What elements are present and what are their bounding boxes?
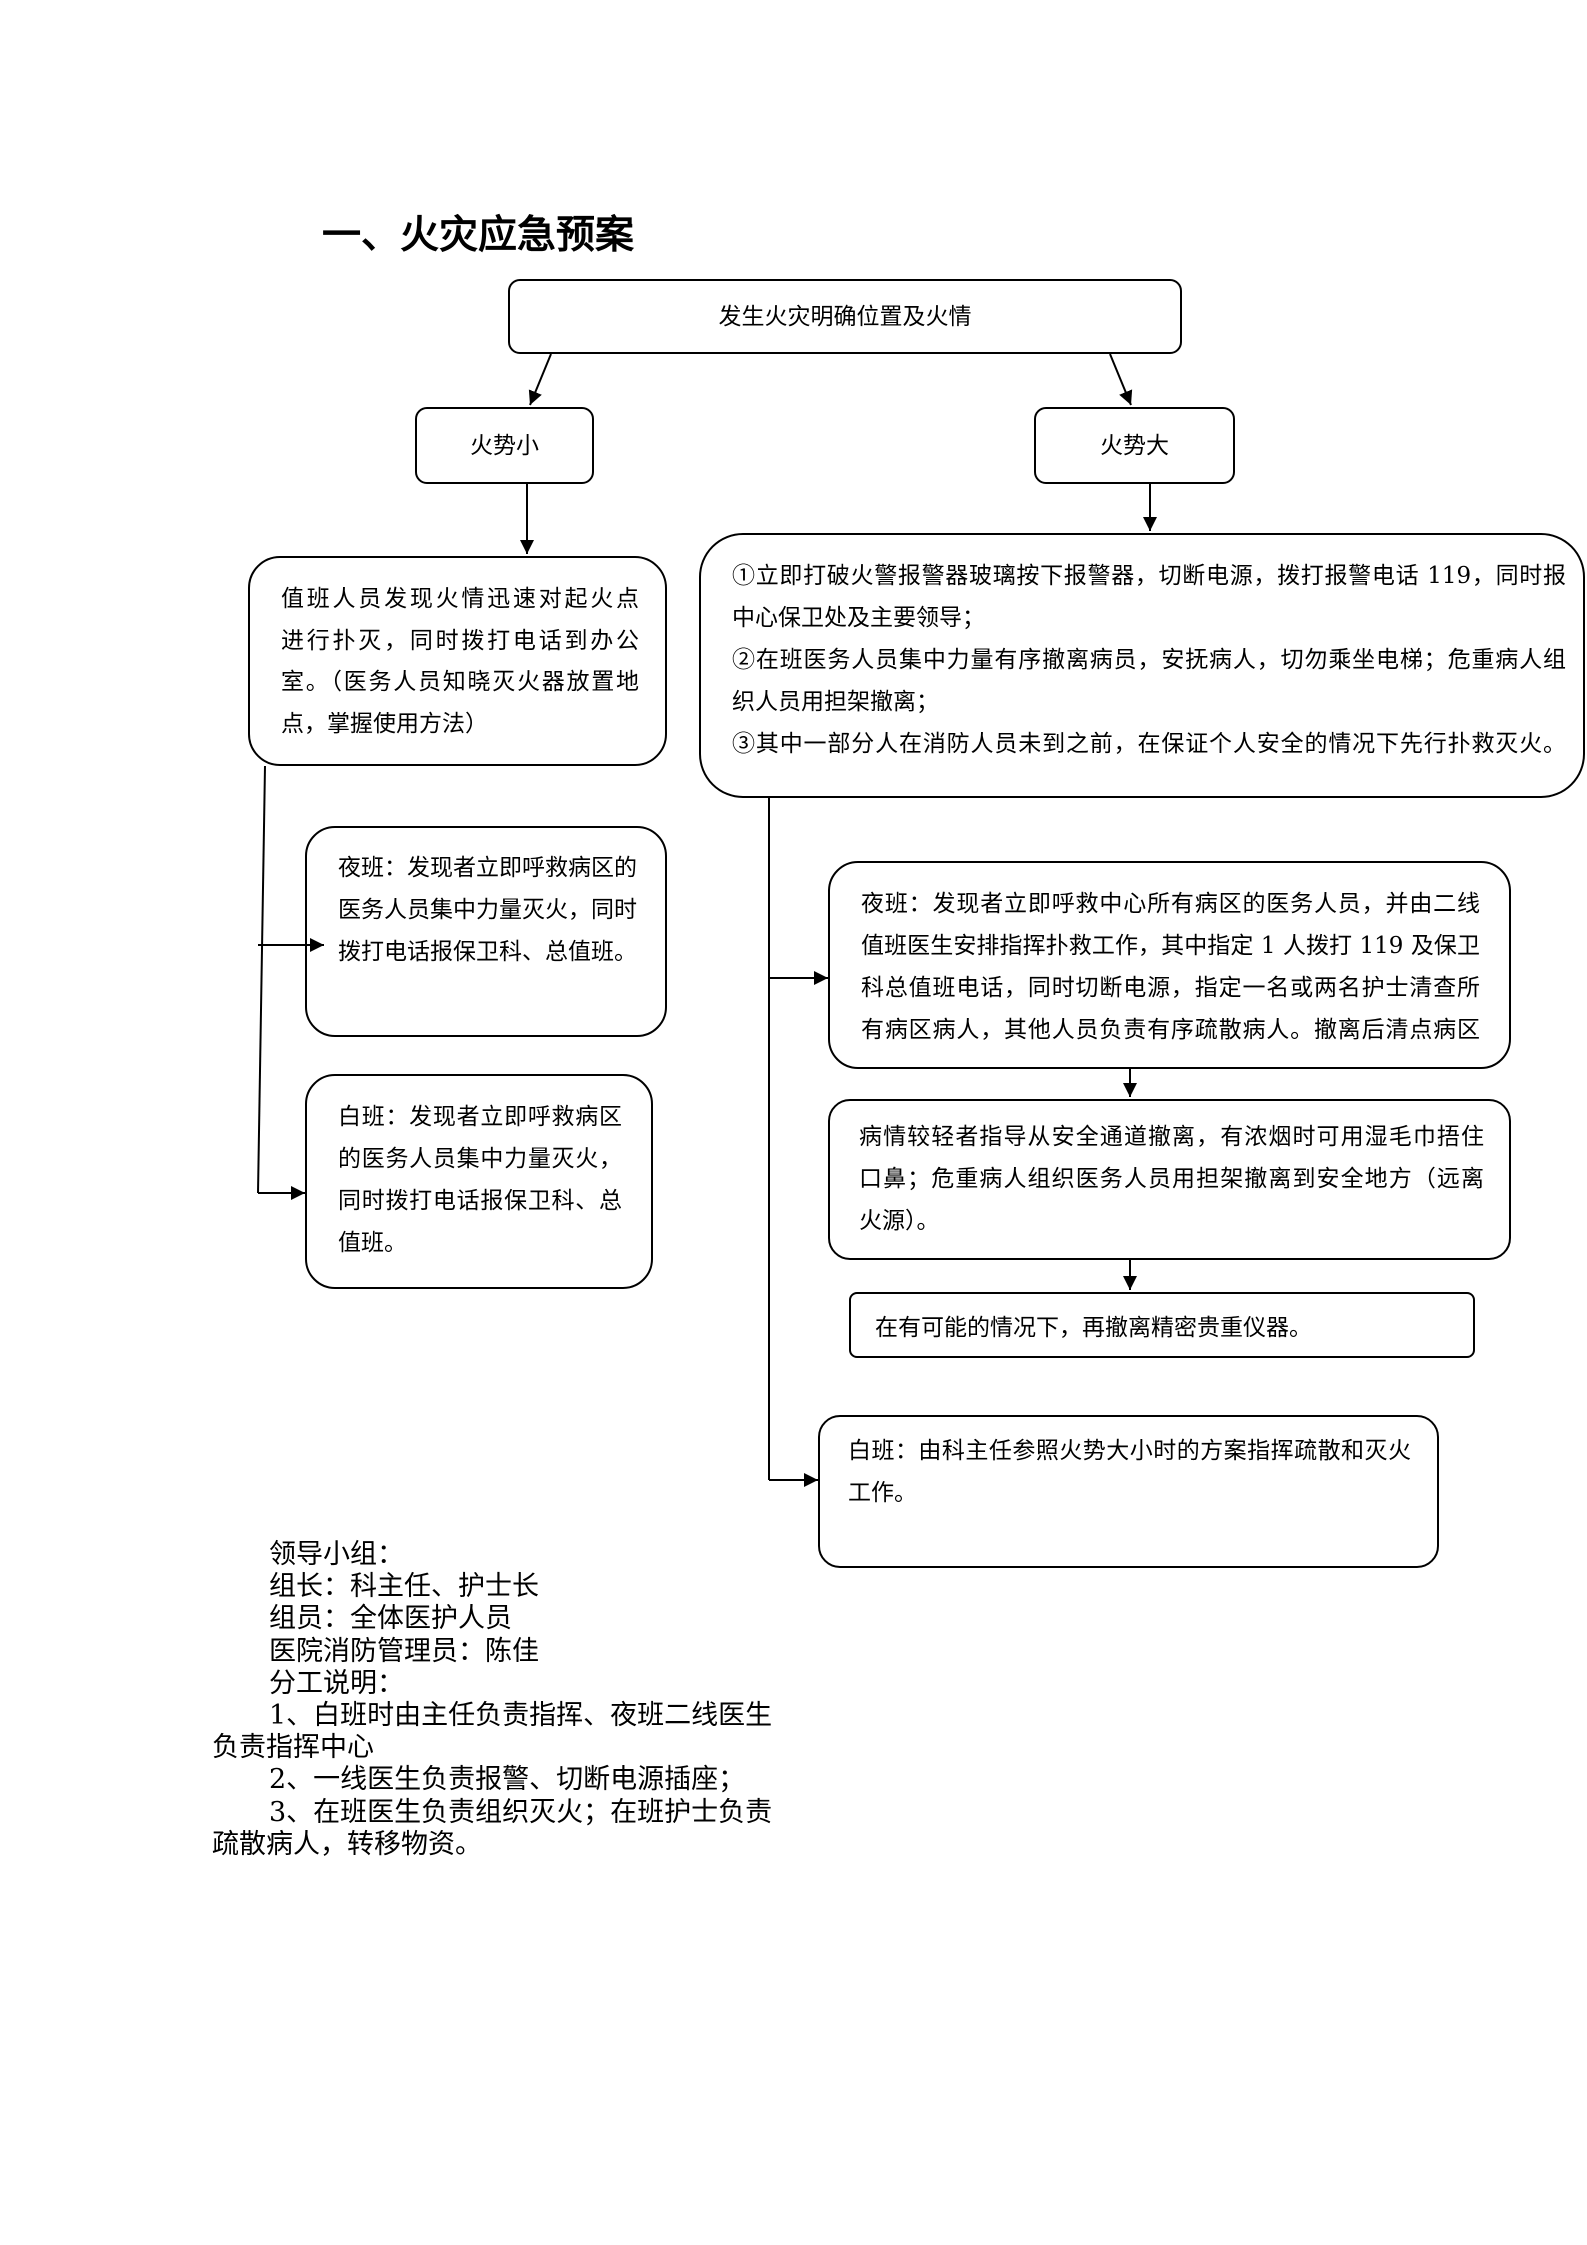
flow-box-text: 白班：发现者立即呼救病区 的医务人员集中力量灭火， 同时拨打电话报保卫科、总 值… xyxy=(338,1096,622,1264)
flow-box-text: 夜班：发现者立即呼救中心所有病区的医务人员，并由二线 值班医生安排指挥扑救工作，… xyxy=(861,883,1480,1051)
arrow-start-to-small-fire xyxy=(528,353,552,406)
box-text-line: 的医务人员集中力量灭火， xyxy=(338,1146,622,1172)
flow-box-label: 发生火灾明确位置及火情 xyxy=(718,303,972,330)
flow-box-small-fire-action: 值班人员发现火情迅速对起火点 进行扑灭，同时拨打电话到办公 室。（医务人员知晓灭… xyxy=(248,556,667,766)
box-text-line: 白班：发现者立即呼救病区 xyxy=(338,1104,622,1130)
flow-box-label: 火势大 xyxy=(1100,432,1169,459)
box-text-line: 有病区病人，其他人员负责有序疏散病人。撤离后清点病区 xyxy=(861,1017,1480,1043)
team-heading: 领导小组： xyxy=(269,1539,404,1570)
box-text-line: 同时拨打电话报保卫科、总 xyxy=(338,1188,622,1214)
box-text-line: 室。（医务人员知晓灭火器放置地 xyxy=(281,669,639,695)
flow-box-text: 白班：由科主任参照火势大小时的方案指挥疏散和灭火 工作。 xyxy=(848,1430,1411,1514)
box-text-line: ①立即打破火警报警器玻璃按下报警器，切断电源，拨打报警电话 119，同时报 xyxy=(732,563,1566,589)
flow-box-small-fire-night-shift: 夜班：发现者立即呼救病区的 医务人员集中力量灭火，同时 拨打电话报保卫科、总值班… xyxy=(305,826,667,1037)
box-text-line: 火源）。 xyxy=(859,1208,940,1234)
team-members: 组员：全体医护人员 xyxy=(269,1603,512,1635)
flow-box-text: ①立即打破火警报警器玻璃按下报警器，切断电源，拨打报警电话 119，同时报 中心… xyxy=(732,555,1566,765)
box-text-line: 科总值班电话，同时切断电源，指定一名或两名护士清查所 xyxy=(861,975,1480,1001)
arrow-start-to-large-fire xyxy=(1109,353,1133,406)
flow-box-large-fire-day-shift: 白班：由科主任参照火势大小时的方案指挥疏散和灭火 工作。 xyxy=(818,1415,1439,1568)
flow-box-text: 病情较轻者指导从安全通道撤离，有浓烟时可用湿毛巾捂住 口鼻；危重病人组织医务人员… xyxy=(859,1116,1484,1242)
flow-box-small-fire: 火势小 xyxy=(415,407,594,484)
box-text-line: 拨打电话报保卫科、总值班。 xyxy=(338,939,637,965)
box-text-line: 进行扑灭，同时拨打电话到办公 xyxy=(281,627,639,654)
connector-left-vertical xyxy=(257,765,266,1194)
duty-item: 1、白班时由主任负责指挥、夜班二线医生负责指挥中心 xyxy=(212,1700,773,1764)
box-text-line: 夜班：发现者立即呼救病区的 xyxy=(338,855,637,881)
flow-box-small-fire-day-shift: 白班：发现者立即呼救病区 的医务人员集中力量灭火， 同时拨打电话报保卫科、总 值… xyxy=(305,1074,653,1289)
flow-box-large-fire-action: ①立即打破火警报警器玻璃按下报警器，切断电源，拨打报警电话 119，同时报 中心… xyxy=(699,533,1585,798)
box-text-line: 值班医生安排指挥扑救工作，其中指定 1 人拨打 119 及保卫 xyxy=(861,933,1480,959)
page-title: 一、火灾应急预案 xyxy=(322,213,635,258)
box-text-line: 口鼻；危重病人组织医务人员用担架撤离到安全地方（远离 xyxy=(859,1166,1484,1192)
flow-box-equipment-evacuation: 在有可能的情况下，再撤离精密贵重仪器。 xyxy=(849,1292,1475,1358)
leadership-team-section: 领导小组： 组长：科主任、护士长 组员：全体医护人员 医院消防管理员：陈佳 分工… xyxy=(212,1539,780,1861)
box-text-line: 值班人员发现火情迅速对起火点 xyxy=(281,586,639,612)
flow-box-fire-detected: 发生火灾明确位置及火情 xyxy=(508,279,1182,354)
flow-box-text: 值班人员发现火情迅速对起火点 进行扑灭，同时拨打电话到办公 室。（医务人员知晓灭… xyxy=(281,579,639,745)
flow-box-large-fire-night-shift: 夜班：发现者立即呼救中心所有病区的医务人员，并由二线 值班医生安排指挥扑救工作，… xyxy=(828,861,1511,1069)
team-leader: 组长：科主任、护士长 xyxy=(269,1571,539,1603)
box-text-line: 工作。 xyxy=(848,1480,917,1506)
box-text-line: 中心保卫处及主要领导； xyxy=(732,605,985,631)
box-text-line: 点，掌握使用方法） xyxy=(281,710,488,737)
box-text-line: 白班：由科主任参照火势大小时的方案指挥疏散和灭火 xyxy=(848,1438,1411,1464)
box-text-line: 医务人员集中力量灭火，同时 xyxy=(338,897,637,923)
team-fire-manager: 医院消防管理员：陈佳 xyxy=(269,1635,539,1667)
box-text-line: ②在班医务人员集中力量有序撤离病员，安抚病人，切勿乘坐电梯；危重病人组 xyxy=(732,647,1566,673)
box-text-line: 织人员用担架撤离； xyxy=(732,689,939,715)
box-text-line: 在有可能的情况下，再撤离精密贵重仪器。 xyxy=(875,1315,1312,1341)
flow-box-evacuation: 病情较轻者指导从安全通道撤离，有浓烟时可用湿毛巾捂住 口鼻；危重病人组织医务人员… xyxy=(828,1099,1511,1260)
flow-box-label: 火势小 xyxy=(470,432,539,459)
duty-item: 3、在班医生负责组织灭火；在班护士负责疏散病人，转移物资。 xyxy=(212,1796,773,1860)
box-text-line: 值班。 xyxy=(338,1230,407,1256)
box-text-line: 病情较轻者指导从安全通道撤离，有浓烟时可用湿毛巾捂住 xyxy=(859,1124,1484,1150)
box-text-line: 夜班：发现者立即呼救中心所有病区的医务人员，并由二线 xyxy=(861,891,1480,917)
flow-box-text: 夜班：发现者立即呼救病区的 医务人员集中力量灭火，同时 拨打电话报保卫科、总值班… xyxy=(338,847,637,973)
duty-item: 2、一线医生负责报警、切断电源插座； xyxy=(269,1764,746,1796)
box-text-line: ③其中一部分人在消防人员未到之前，在保证个人安全的情况下先行扑救灭火。 xyxy=(732,731,1566,757)
flow-box-large-fire: 火势大 xyxy=(1034,407,1235,484)
duties-heading: 分工说明： xyxy=(269,1667,404,1699)
